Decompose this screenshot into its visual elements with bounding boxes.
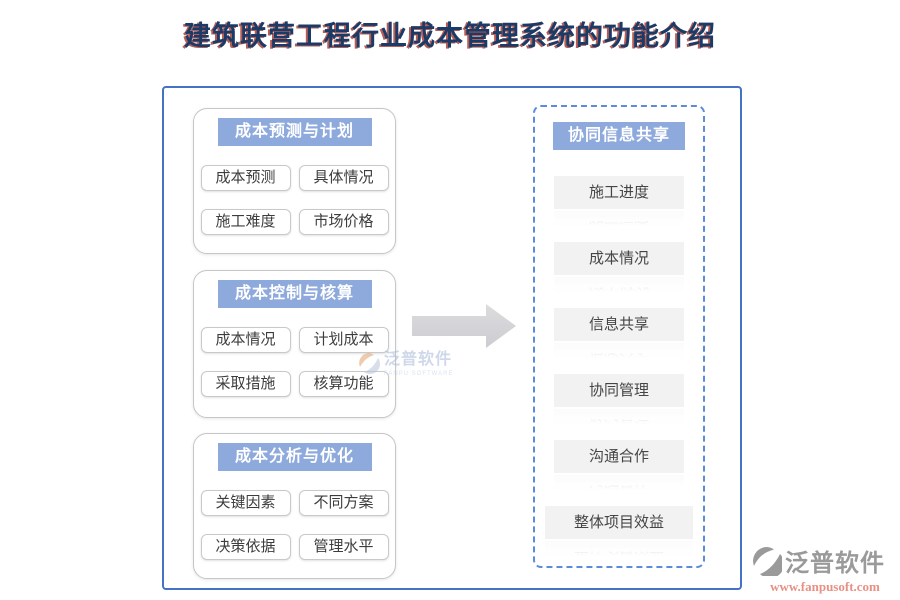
- group-grid: 关键因素 不同方案 决策依据 管理水平: [200, 490, 389, 560]
- chip: 不同方案: [298, 490, 389, 516]
- brand-logo-icon: [753, 546, 782, 576]
- panel-item: 协同管理: [554, 374, 684, 407]
- brand-logo: 泛普软件 www.fanpusoft.com: [752, 543, 898, 595]
- group-cost-forecast: 成本预测与计划 成本预测 具体情况 施工难度 市场价格: [193, 108, 396, 254]
- chip: 决策依据: [200, 534, 291, 560]
- chip: 市场价格: [298, 209, 389, 235]
- chip: 采取措施: [200, 371, 291, 397]
- diagram-frame: 成本预测与计划 成本预测 具体情况 施工难度 市场价格 成本控制与核算 成本情况…: [162, 86, 742, 590]
- chip: 施工难度: [200, 209, 291, 235]
- panel-header: 协同信息共享: [553, 122, 685, 150]
- page-title: 建筑联营工程行业成本管理系统的功能介绍: [184, 21, 716, 51]
- panel-items: 施工进度 成本情况 信息共享 协同管理 沟通合作 整体项目效益: [545, 176, 693, 572]
- brand-name: 泛普软件: [785, 551, 885, 577]
- group-grid: 成本情况 计划成本 采取措施 核算功能: [200, 327, 389, 397]
- group-cost-control: 成本控制与核算 成本情况 计划成本 采取措施 核算功能: [193, 270, 396, 418]
- group-header: 成本预测与计划: [217, 118, 372, 146]
- panel-item: 成本情况: [554, 242, 684, 275]
- chip: 成本情况: [200, 327, 291, 353]
- group-header: 成本分析与优化: [217, 443, 372, 471]
- chip: 管理水平: [298, 534, 389, 560]
- panel-item: 整体项目效益: [545, 506, 693, 539]
- right-arrow-icon: [412, 304, 516, 348]
- panel-item: 沟通合作: [554, 440, 684, 473]
- group-cost-analysis: 成本分析与优化 关键因素 不同方案 决策依据 管理水平: [193, 433, 396, 579]
- chip: 成本预测: [200, 165, 291, 191]
- chip: 核算功能: [298, 371, 389, 397]
- chip: 具体情况: [298, 165, 389, 191]
- panel-collaboration: 协同信息共享 施工进度 成本情况 信息共享 协同管理 沟通合作 整体项目效益: [533, 105, 705, 568]
- group-grid: 成本预测 具体情况 施工难度 市场价格: [200, 165, 389, 235]
- group-header: 成本控制与核算: [217, 280, 372, 308]
- chip: 计划成本: [298, 327, 389, 353]
- chip: 关键因素: [200, 490, 291, 516]
- panel-item: 信息共享: [554, 308, 684, 341]
- brand-url: www.fanpusoft.com: [770, 579, 880, 594]
- panel-item: 施工进度: [554, 176, 684, 209]
